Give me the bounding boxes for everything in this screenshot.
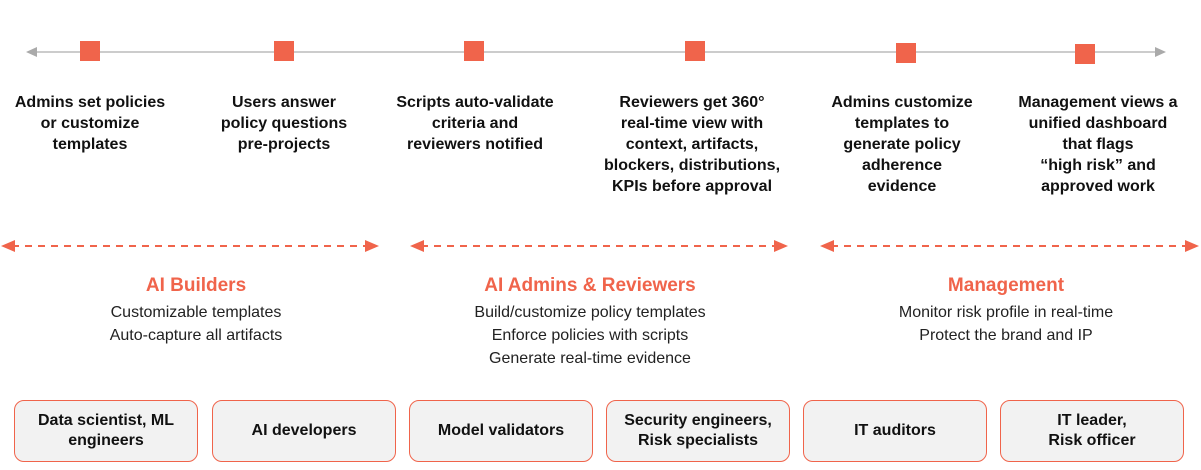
timeline-marker-1 xyxy=(80,41,100,61)
group-item: Enforce policies with scripts xyxy=(491,327,689,344)
step-1-text: Admins set policies or customize templat… xyxy=(14,94,166,153)
role-box-ai-developers: AI developers xyxy=(212,400,396,462)
timeline-marker-3 xyxy=(464,41,484,61)
group-1-range-arrow xyxy=(1,240,379,252)
group-item: Customizable templates xyxy=(110,304,282,321)
group-3-range-arrow xyxy=(820,240,1199,252)
group-2-range-arrow xyxy=(410,240,788,252)
timeline-marker-2 xyxy=(274,41,294,61)
group-title: Management xyxy=(947,275,1065,296)
group-item: Generate real-time evidence xyxy=(489,350,691,367)
group-ai-builders: AI Builders Customizable templates Auto-… xyxy=(6,274,386,347)
timeline-marker-6 xyxy=(1075,44,1095,64)
role-box-model-validators: Model validators xyxy=(409,400,593,462)
group-item: Auto-capture all artifacts xyxy=(109,327,283,344)
group-item: Build/customize policy templates xyxy=(474,304,706,321)
timeline-right-arrowhead xyxy=(1155,47,1166,57)
group-title: AI Builders xyxy=(145,275,247,296)
step-3-text: Scripts auto-validate criteria and revie… xyxy=(396,94,554,153)
step-6-text: Management views a unified dashboard tha… xyxy=(1018,94,1178,195)
timeline-marker-4 xyxy=(685,41,705,61)
role-box-it-leader: IT leader, Risk officer xyxy=(1000,400,1184,462)
group-title: AI Admins & Reviewers xyxy=(484,275,696,296)
step-5-text: Admins customize templates to generate p… xyxy=(831,94,973,195)
group-management: Management Monitor risk profile in real-… xyxy=(816,274,1196,347)
timeline-left-arrowhead xyxy=(26,47,37,57)
role-box-security-engineers: Security engineers, Risk specialists xyxy=(606,400,790,462)
timeline-marker-5 xyxy=(896,43,916,63)
group-ai-admins-reviewers: AI Admins & Reviewers Build/customize po… xyxy=(400,274,780,370)
group-item: Monitor risk profile in real-time xyxy=(898,304,1114,321)
role-box-it-auditors: IT auditors xyxy=(803,400,987,462)
role-box-data-scientist: Data scientist, ML engineers xyxy=(14,400,198,462)
step-2-text: Users answer policy questions pre-projec… xyxy=(220,94,348,153)
timeline xyxy=(26,41,1166,64)
group-item: Protect the brand and IP xyxy=(919,327,1093,344)
step-4-text: Reviewers get 360° real-time view with c… xyxy=(603,94,781,195)
